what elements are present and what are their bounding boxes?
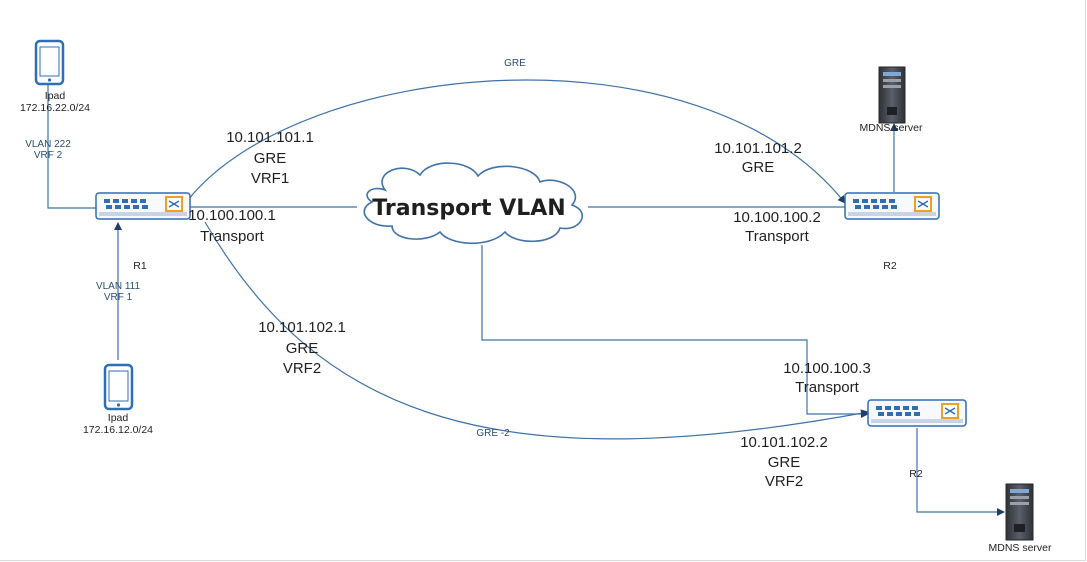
mdns-server-bottom-icon — [1005, 483, 1034, 541]
mdns-server-top-icon — [878, 66, 906, 124]
r3-transport-label: Transport — [795, 379, 859, 396]
r1-gre1-ip: 10.101.101.1 — [226, 129, 314, 146]
ipad-bottom-phone-icon — [103, 363, 134, 411]
vlan-222-label: VLAN 222 — [25, 139, 71, 150]
r2-transport-label: Transport — [745, 228, 809, 245]
link-ipad-top-r1 — [37, 64, 96, 209]
r2-bottom-name: R2 — [909, 468, 923, 480]
link-r3-mdns-bottom — [916, 428, 1005, 516]
gre-bottom-label: GRE -2 — [476, 428, 510, 439]
gre-tunnel-top — [187, 79, 846, 204]
r1-gre1-type: GRE — [253, 150, 287, 167]
r3-switch-icon — [867, 399, 967, 427]
r1-transport-ip: 10.100.100.1 — [188, 207, 276, 224]
r1-name: R1 — [133, 260, 147, 272]
r2-top-name: R2 — [883, 260, 897, 272]
mdns-bottom-name: MDNS server — [988, 542, 1052, 554]
r1-gre2-ip: 10.101.102.1 — [258, 319, 346, 336]
vrf-2-label: VRF 2 — [33, 150, 63, 161]
cloud-label: Transport VLAN — [372, 196, 565, 221]
r1-transport-label: Transport — [200, 228, 264, 245]
r1-switch-icon — [95, 192, 191, 220]
r1-gre1-vrf: VRF1 — [250, 170, 290, 187]
ipad-bottom-name: Ipad — [107, 412, 129, 424]
r3-gre2-ip: 10.101.102.2 — [740, 434, 828, 451]
gre-tunnel-bottom — [204, 221, 869, 440]
r3-gre2-vrf: VRF2 — [764, 473, 804, 490]
link-cloud-r3 — [481, 245, 869, 418]
gre-top-label: GRE — [504, 58, 526, 69]
r2-gre1-ip: 10.101.101.2 — [714, 140, 802, 157]
ipad-top-name: Ipad — [44, 90, 66, 102]
ipad-top-phone-icon — [34, 39, 65, 86]
ipad-top-subnet: 172.16.22.0/24 — [19, 102, 91, 114]
r1-gre2-vrf: VRF2 — [282, 360, 322, 377]
r1-gre2-type: GRE — [285, 340, 319, 357]
mdns-top-name: MDNS server — [859, 122, 923, 134]
transport-vlan-cloud: Transport VLAN — [363, 162, 584, 244]
r2-switch-icon — [844, 192, 940, 220]
vrf-1-label: VRF 1 — [103, 292, 133, 303]
vlan-111-label: VLAN 111 — [95, 281, 141, 292]
ipad-bottom-subnet: 172.16.12.0/24 — [82, 424, 154, 436]
r2-transport-ip: 10.100.100.2 — [733, 209, 821, 226]
r2-gre1-type: GRE — [741, 159, 775, 176]
r3-gre2-type: GRE — [767, 454, 801, 471]
r3-transport-ip: 10.100.100.3 — [783, 360, 871, 377]
